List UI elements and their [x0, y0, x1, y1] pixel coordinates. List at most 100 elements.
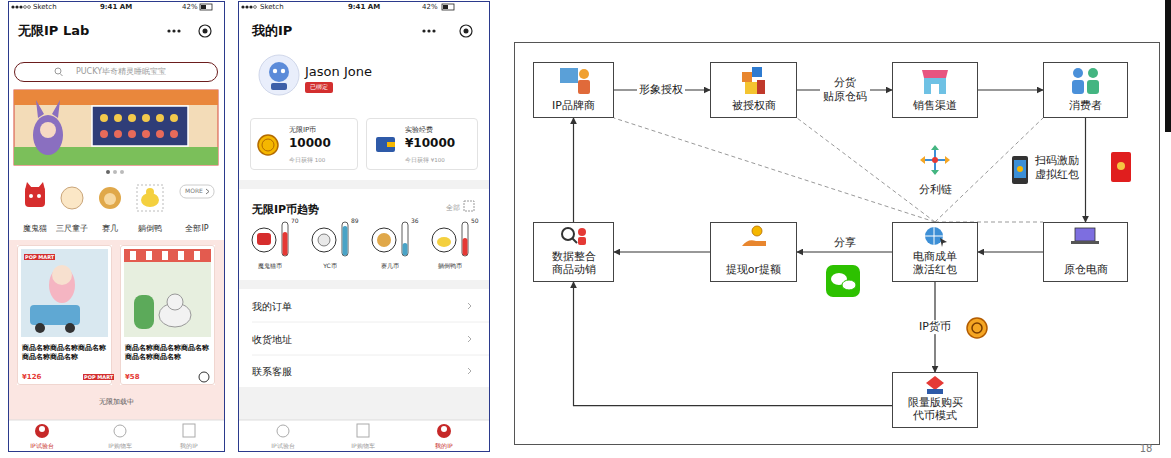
screen-text: 三尺童子	[56, 224, 88, 234]
box-label-group: 消费者	[1044, 99, 1127, 113]
screen-text: 36	[411, 217, 419, 224]
process-box: 提现or提额	[710, 222, 797, 282]
phone-screen: Sketch 9:41 AM 42% 我的IP Jason Jone 无限IP币趋势 全部 7…	[238, 1, 490, 452]
screen-text: 我的IP	[252, 23, 292, 39]
process-box: 电商成单 激活红包	[892, 222, 978, 282]
screen-text: POP MART	[24, 254, 55, 260]
process-box: 销售渠道	[892, 62, 978, 118]
screen-text: 收货地址	[252, 334, 292, 346]
screen-text: 赛几	[102, 224, 118, 234]
screen-text: IP购物车	[351, 442, 374, 449]
free-label: 分利链	[919, 183, 952, 196]
box-label-group: 限量版购买 代币模式	[893, 396, 977, 424]
screen-text: 我的订单	[252, 301, 292, 313]
process-box: 原仓电商	[1043, 222, 1128, 282]
box-label-group: 销售渠道	[893, 99, 977, 113]
screen-text: Jason Jone	[305, 64, 372, 80]
screen-text: 全部IP	[185, 224, 208, 234]
flow-arrow	[797, 251, 892, 252]
phone-screen: Sketch 9:41 AM 42% 无限IP Lab 魔鬼猫三尺童子 赛几 躺倒鸭 MORE…	[8, 1, 225, 452]
screen-text: 无限加载中	[99, 398, 134, 406]
flow-arrow	[1085, 118, 1086, 222]
screen-text: 躺倒鸭	[138, 224, 162, 234]
product-card: POP MART 商品名称商品名称商品名称商品名称商品名称 ¥126 POP MART	[17, 245, 112, 385]
process-box: 消费者	[1043, 62, 1128, 118]
box-label: 提现or提额	[726, 263, 781, 277]
box-label: 消费者	[1069, 99, 1102, 113]
screen-text: 商品名称商品名称商品名称商品名称商品名称	[125, 344, 211, 362]
screen-text: IP购物车	[108, 442, 131, 449]
free-label: 18	[1140, 443, 1153, 455]
screen-text: 躺倒鸭币	[438, 262, 462, 269]
box-label: 被授权商	[732, 99, 776, 113]
product-card: 商品名称商品名称商品名称商品名称商品名称 ¥58	[120, 245, 215, 385]
screen-text: 魔鬼猫	[23, 224, 47, 234]
box-label-group: 提现or提额	[711, 263, 796, 277]
screen-text: 70	[291, 217, 299, 224]
screen-text: 赛几币	[381, 262, 399, 269]
screen-text: PUCKY毕奇精灵睡眠宝宝	[76, 67, 166, 77]
search-bar: PUCKY毕奇精灵睡眠宝宝	[14, 62, 218, 82]
screen-text: ¥126	[22, 373, 41, 381]
screen-text: 42%	[182, 3, 198, 11]
box-label-group: 数据整合 商品动销	[534, 250, 613, 278]
box-label: 销售渠道	[913, 99, 957, 113]
screen-text: 89	[351, 217, 359, 224]
screen-text: 10000	[289, 136, 331, 150]
box-label-group: 被授权商	[711, 99, 796, 113]
edge-label: IP货币	[917, 320, 953, 334]
screen-text: 魔鬼猫币	[258, 262, 282, 269]
process-box: 数据整合 商品动销	[533, 222, 614, 282]
screen-text: Sketch	[33, 3, 57, 11]
stat-card: 实验经费 ¥10000 今日获得 ¥100	[366, 118, 478, 170]
screen-text: 我的IP	[180, 442, 197, 449]
screen-text: 已绑定	[310, 83, 328, 90]
screen-text: 我的IP	[435, 442, 452, 449]
edge-label: 分货 贴原仓码	[820, 76, 870, 104]
screen-text: 无限IP Lab	[18, 23, 89, 39]
screen-text: 无限IP币趋势	[252, 203, 319, 216]
screen-text: 9:41 AM	[100, 3, 132, 11]
edge-label: 扫码激励 虚拟红包	[1030, 154, 1084, 182]
box-label: IP品牌商	[552, 99, 595, 113]
flow-arrow	[574, 282, 893, 406]
screen-text: 今日获得 ¥100	[405, 157, 445, 164]
box-label-group: 电商成单 激活红包	[893, 250, 977, 278]
screen-text: ¥10000	[405, 136, 455, 150]
screen-text: ¥58	[125, 373, 140, 381]
screen-text: Sketch	[260, 3, 284, 11]
dashed-link	[935, 118, 1043, 222]
screen-text: 全部	[446, 204, 460, 212]
screen-text: 商品名称商品名称商品名称商品名称商品名称	[22, 344, 108, 362]
screen-text: YC币	[323, 262, 337, 269]
screen-text: 9:41 AM	[348, 3, 380, 11]
dashed-link	[797, 118, 935, 222]
stat-card: 无限IP币10000今日获得 100	[250, 118, 358, 170]
process-box: IP品牌商	[533, 62, 614, 118]
flow-arrow	[573, 118, 574, 222]
box-label: 原仓电商	[1064, 263, 1108, 277]
flow-arrow	[978, 251, 1043, 252]
process-box: 限量版购买 代币模式	[892, 372, 978, 428]
box-label: 电商成单 激活红包	[904, 250, 966, 278]
screen-text: 实验经费	[405, 126, 433, 134]
screen-text: 42%	[422, 3, 438, 11]
box-label: 限量版购买 代币模式	[904, 396, 966, 424]
screen-text: MORE	[185, 187, 203, 194]
process-box: 被授权商	[710, 62, 797, 118]
box-label-group: IP品牌商	[534, 99, 613, 113]
screen-text: IP试验台	[30, 442, 53, 449]
screen-text: 50	[471, 217, 479, 224]
edge-label: 分享	[832, 236, 858, 250]
screen-text: 今日获得 100	[289, 157, 325, 164]
box-label: 数据整合 商品动销	[543, 250, 605, 278]
screen-text: 联系客服	[252, 366, 292, 378]
dashed-link	[614, 118, 935, 222]
flow-arrow	[978, 89, 1043, 90]
screen-text: POP MART	[83, 374, 114, 380]
box-label-group: 原仓电商	[1044, 263, 1127, 277]
status-badge: 已绑定	[305, 82, 333, 93]
